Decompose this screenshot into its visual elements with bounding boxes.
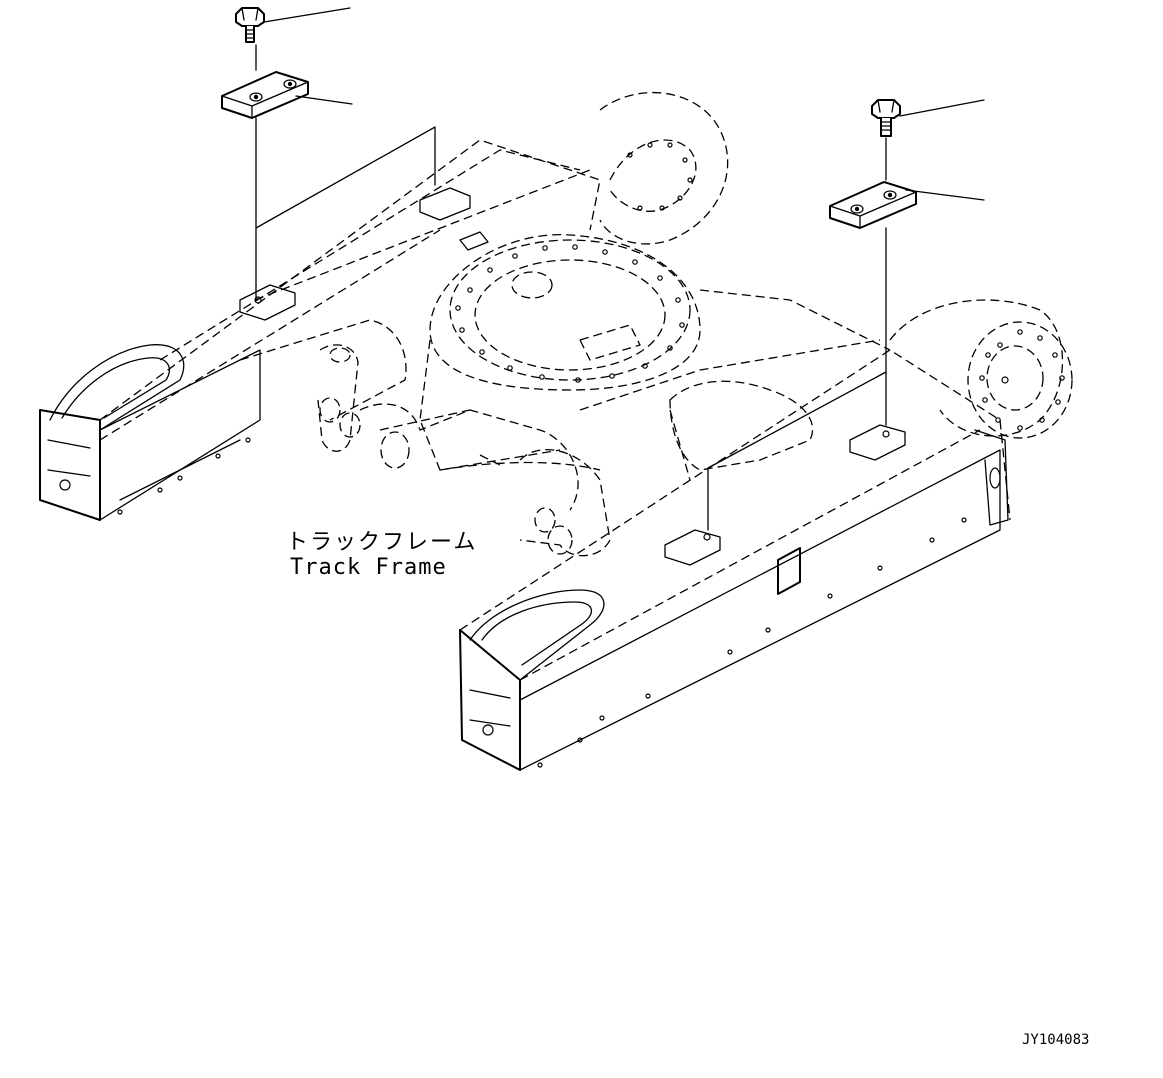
swing-circle-bolts [455, 244, 685, 383]
plate-left [221, 71, 309, 119]
frame-mount-brackets [239, 187, 906, 566]
leader-plate-right [905, 189, 985, 201]
track-frame [39, 91, 1073, 771]
bolt-left [235, 7, 265, 43]
plate-right [829, 181, 917, 229]
axis-right-branch [707, 371, 887, 531]
sprocket-holes-right [979, 329, 1065, 431]
leader-bolt-left [263, 7, 351, 23]
leader-plate-left [295, 95, 353, 105]
frame-holes-right [537, 517, 967, 768]
axis-left-branch [255, 126, 436, 229]
drawing-code: JY104083 [1022, 1032, 1089, 1048]
sprocket-holes-top [627, 142, 693, 211]
leader-bolt-right [899, 99, 985, 117]
bolt-right [871, 99, 901, 137]
frame-label-en: Track Frame [290, 555, 447, 580]
frame-holes-left [117, 437, 251, 515]
frame-label-jp: トラックフレーム [286, 530, 477, 555]
